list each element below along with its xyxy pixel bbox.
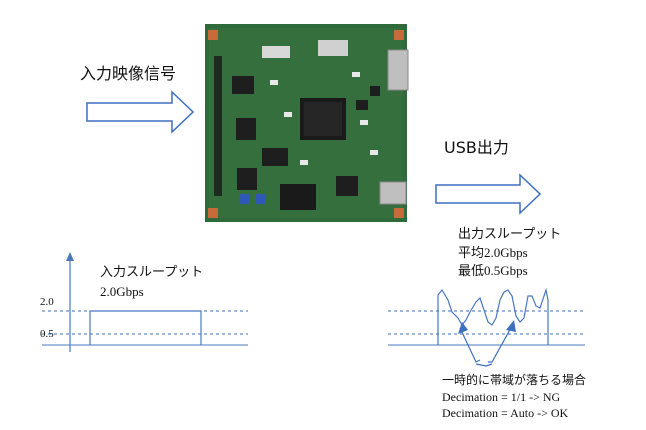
- y-tick-low: 0.5: [40, 328, 54, 340]
- output-throughput-title: 出力スループット: [458, 227, 562, 242]
- note-line-2: Decimation = Auto -> OK: [442, 406, 569, 420]
- input-video-signal-label: 入力映像信号: [80, 64, 177, 83]
- fpga-board-photo: [205, 24, 409, 222]
- usb-output-label: USB出力: [444, 138, 509, 157]
- note-line-1: Decimation = 1/1 -> NG: [442, 390, 561, 404]
- input-throughput-value: 2.0Gbps: [100, 284, 144, 299]
- y-tick-high: 2.0: [40, 296, 54, 308]
- output-min-label: 最低0.5Gbps: [458, 263, 528, 278]
- input-throughput-graph: [42, 252, 248, 352]
- drop-annotation-arrows: [458, 320, 516, 367]
- output-arrow-icon: [435, 173, 542, 215]
- note-title: 一時的に帯域が落ちる場合: [442, 373, 587, 387]
- output-throughput-graph: [388, 287, 585, 367]
- output-avg-label: 平均2.0Gbps: [458, 245, 528, 260]
- input-arrow-icon: [86, 90, 195, 134]
- input-throughput-title: 入力スループット: [100, 265, 204, 280]
